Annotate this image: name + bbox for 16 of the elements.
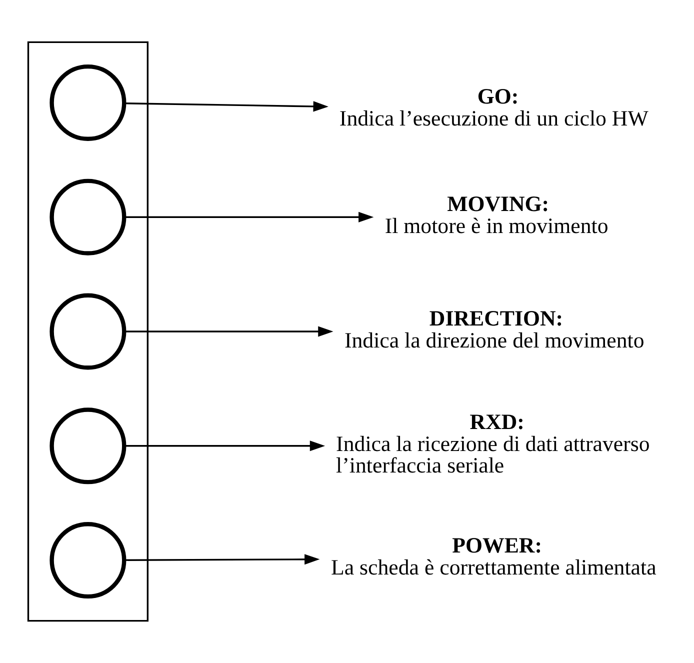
arrow <box>124 212 374 222</box>
node-text: DIRECTION: Indica la direzione del movimento <box>344 306 644 352</box>
node-text: RXD: Indica la ricezione di dati attraverso l’interfaccia seriale <box>336 410 650 478</box>
node-circle <box>50 293 126 370</box>
node-text: GO: Indica l’esecuzione di un ciclo HW <box>339 84 648 130</box>
node-circle <box>50 64 126 141</box>
node-circle <box>50 178 126 256</box>
node-circle <box>50 522 126 599</box>
node-circle <box>50 408 126 484</box>
arrow <box>124 554 320 565</box>
node-text: MOVING: Il motore è in movimento <box>384 192 608 238</box>
arrow <box>124 440 326 452</box>
cluster <box>27 41 149 622</box>
arrow <box>124 326 334 337</box>
arrow <box>124 101 328 112</box>
node-text: POWER: La scheda è correttamente alimentata <box>331 534 656 580</box>
